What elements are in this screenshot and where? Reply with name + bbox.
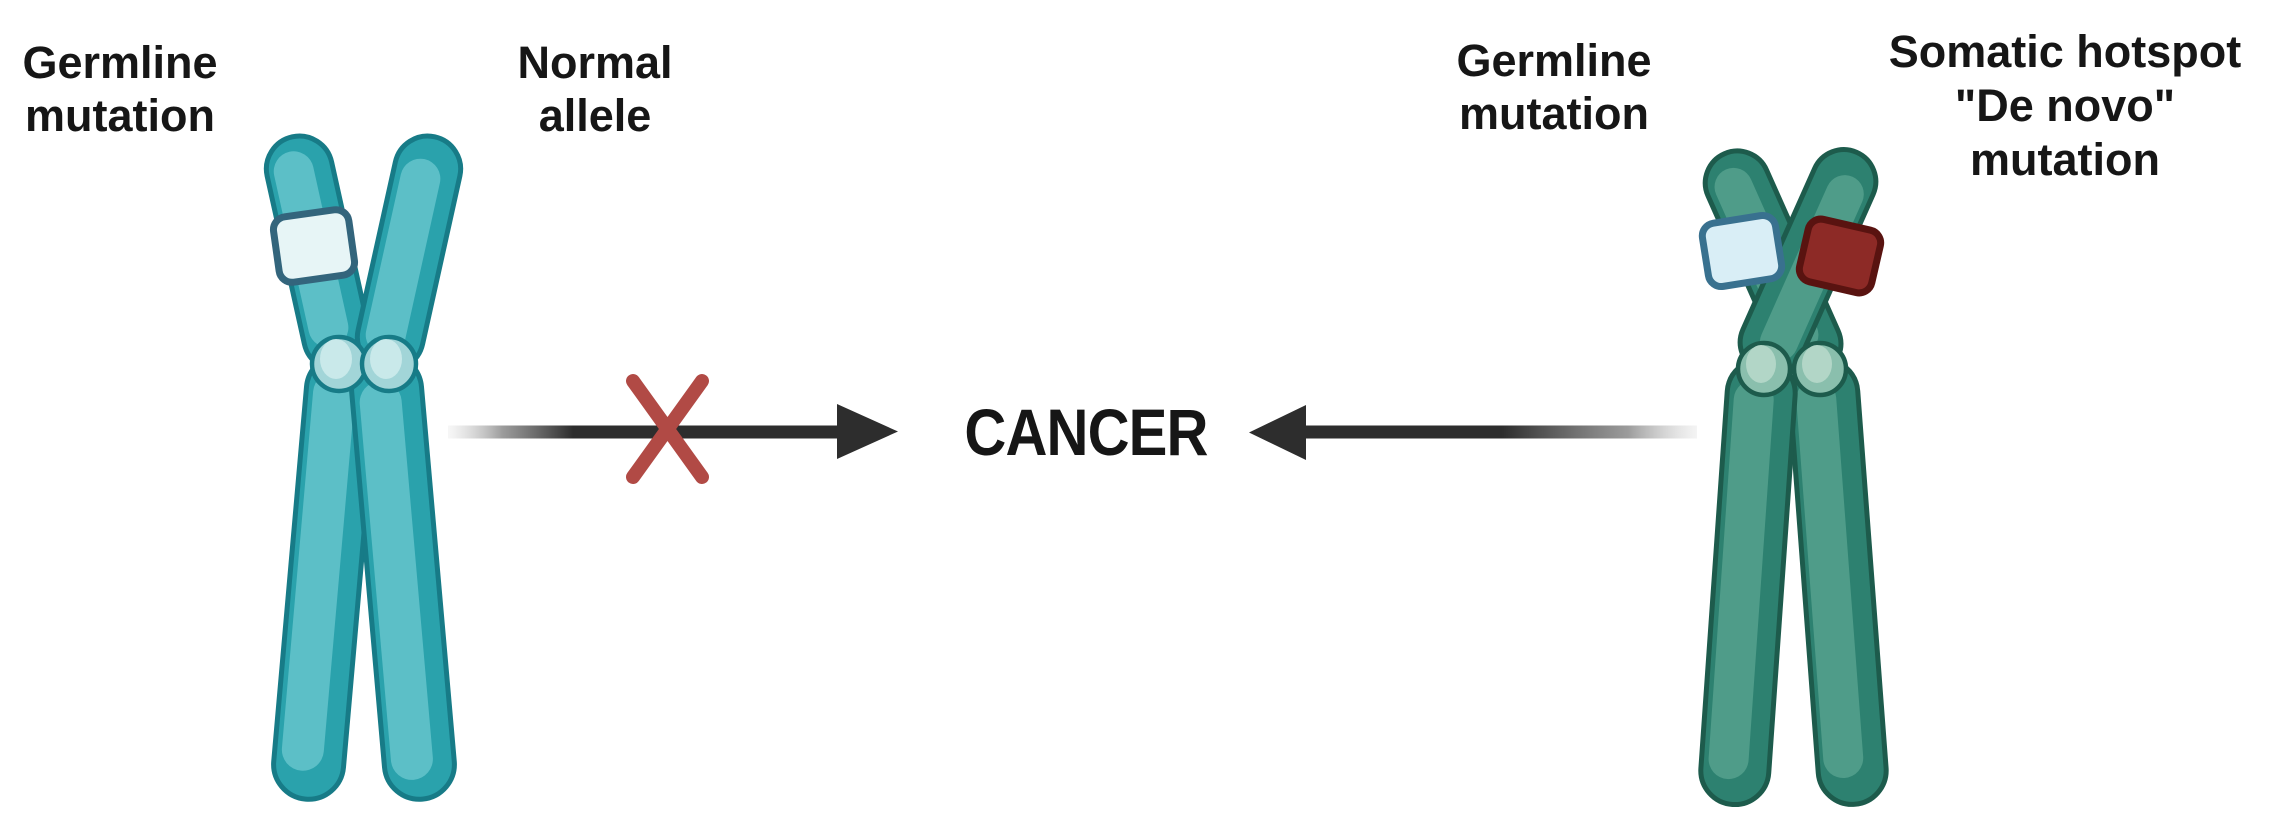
- centromere-highlight: [320, 339, 352, 379]
- somatic-hotspot-box-icon: [1795, 215, 1885, 297]
- arrow-head: [1249, 405, 1306, 460]
- label-line: allele: [538, 90, 652, 141]
- centromere-highlight: [1802, 345, 1832, 383]
- germline-mutation-box-icon: [1698, 211, 1786, 291]
- arm-highlight: [359, 381, 433, 780]
- centromere-highlight: [1746, 345, 1776, 383]
- label-somatic-hotspot: Somatic hotspot "De novo" mutation: [1889, 25, 2242, 187]
- x-mark-icon: [626, 374, 709, 484]
- label-normal-allele: Normal allele: [517, 36, 672, 142]
- label-germline-mutation-right: Germline mutation: [1456, 34, 1651, 140]
- label-line: Germline: [1456, 35, 1652, 86]
- arm-highlight: [1796, 379, 1864, 779]
- label-line: Normal: [517, 37, 673, 88]
- cancer-label: CANCER: [964, 395, 1208, 469]
- arrow-icon: [1249, 405, 1697, 460]
- label-line: mutation: [1459, 88, 1649, 139]
- arm-highlight: [365, 158, 441, 355]
- germline-mutation-box-icon: [269, 206, 359, 286]
- centromere-highlight: [370, 339, 402, 379]
- arm-highlight: [281, 372, 356, 771]
- label-line: mutation: [1970, 134, 2160, 185]
- label-line: mutation: [25, 90, 215, 141]
- chromosome-somatic-icon: [1698, 147, 1889, 808]
- label-line: "De novo": [1954, 80, 2176, 131]
- label-line: Somatic hotspot: [1888, 26, 2242, 77]
- blocked-arrow-icon: [448, 374, 898, 484]
- label-line: Germline: [22, 37, 218, 88]
- arrow-head: [837, 404, 898, 459]
- arm-highlight: [1708, 379, 1774, 780]
- chromosome-normal-icon: [263, 133, 464, 802]
- label-germline-mutation-left: Germline mutation: [22, 36, 217, 142]
